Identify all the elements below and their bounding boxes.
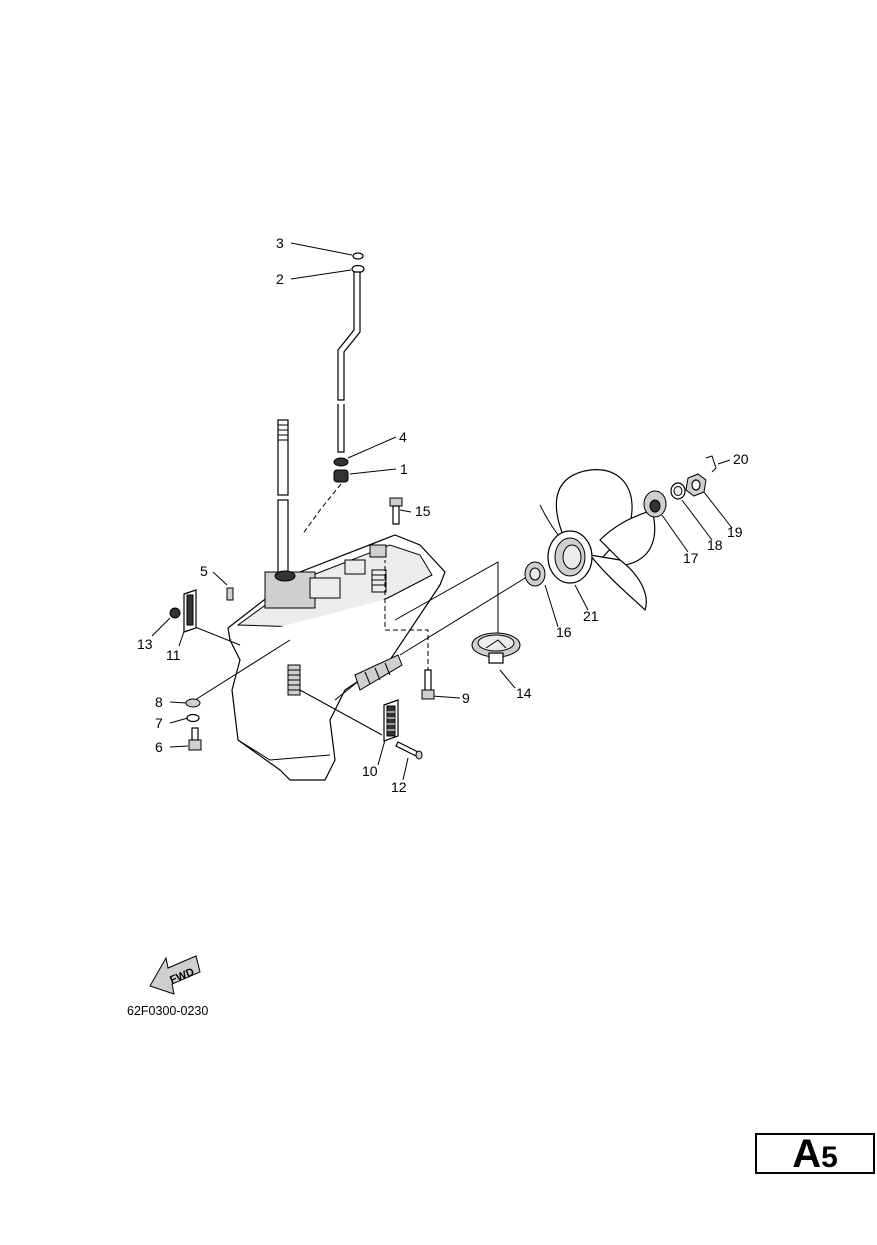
callout-8: 8	[155, 694, 163, 710]
callout-12: 12	[391, 779, 407, 795]
callout-10: 10	[362, 763, 378, 779]
hardware-parts	[169, 497, 546, 760]
page-badge-letter: A	[792, 1131, 822, 1176]
diagram-code: 62F0300-0230	[127, 1004, 208, 1018]
callout-14: 14	[516, 685, 532, 701]
callout-7: 7	[155, 715, 163, 731]
callout-labels: 3 2 4 1 15 5 13 11 8 7 6 9 10 12 14 16 2…	[137, 235, 749, 795]
callout-18: 18	[707, 537, 723, 553]
prop-nut-set	[643, 455, 717, 518]
callout-20: 20	[733, 451, 749, 467]
fwd-arrow-icon: FWD	[149, 955, 201, 995]
leader-lines	[151, 242, 733, 781]
callout-3: 3	[276, 235, 284, 251]
callout-16: 16	[556, 624, 572, 640]
callout-4: 4	[399, 429, 407, 445]
shift-rod	[301, 252, 365, 536]
propeller	[539, 469, 656, 612]
callout-9: 9	[462, 690, 470, 706]
page-badge-number: 5	[821, 1140, 838, 1174]
callout-17: 17	[683, 550, 699, 566]
callout-6: 6	[155, 739, 163, 755]
callout-15: 15	[415, 503, 431, 519]
callout-5: 5	[200, 563, 208, 579]
page-badge: A 5	[755, 1133, 875, 1174]
drive-shaft	[277, 419, 289, 573]
callout-21: 21	[583, 608, 599, 624]
lower-casing	[227, 534, 446, 781]
callout-2: 2	[276, 271, 284, 287]
callout-11: 11	[166, 647, 181, 663]
callout-13: 13	[137, 636, 153, 652]
callout-19: 19	[727, 524, 743, 540]
callout-1: 1	[400, 461, 408, 477]
